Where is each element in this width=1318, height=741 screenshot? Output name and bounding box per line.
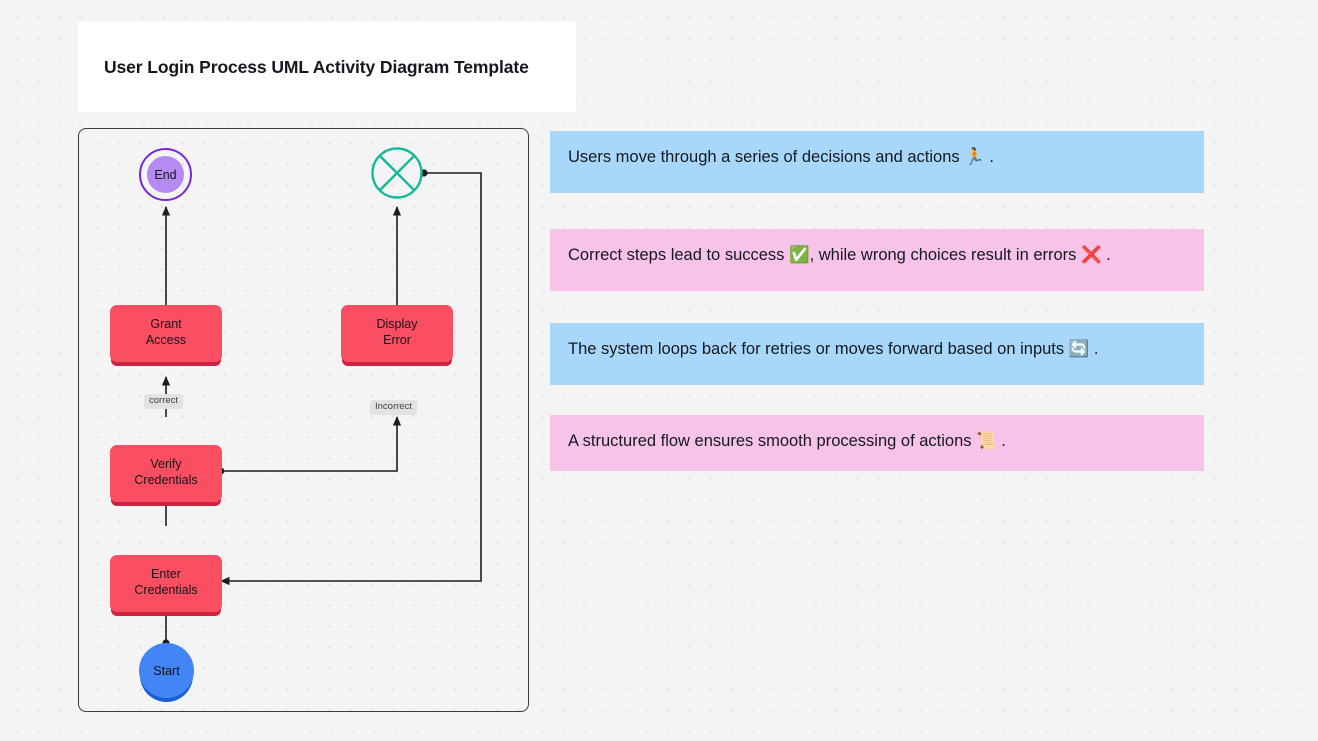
terminate-x-icon xyxy=(371,147,423,199)
node-start-label: Start xyxy=(153,663,180,678)
callout-2-text-end: . xyxy=(1101,246,1111,264)
node-label-line1: Display xyxy=(376,317,418,331)
node-grant-access[interactable]: Grant Access xyxy=(110,305,222,362)
connector-layer xyxy=(161,169,482,647)
node-grant-access-label: Grant Access xyxy=(146,316,186,348)
node-start[interactable]: Start xyxy=(139,643,194,698)
callout-3: The system loops back for retries or mov… xyxy=(550,323,1204,385)
callout-3-text-after: . xyxy=(1089,340,1099,358)
cross-mark-icon: ❌ xyxy=(1081,245,1102,264)
node-label-line2: Error xyxy=(383,333,411,347)
refresh-loop-icon: 🔄 xyxy=(1068,339,1090,358)
check-mark-icon: ✅ xyxy=(789,245,810,264)
node-label-line1: Verify xyxy=(150,457,182,471)
callout-1-text-after: . xyxy=(984,148,994,166)
callout-3-text-before: The system loops back for retries or mov… xyxy=(568,340,1069,358)
scroll-icon: 📜 xyxy=(976,431,997,450)
callout-2-text-before: Correct steps lead to success xyxy=(568,246,790,264)
node-verify-credentials-label: Verify Credentials xyxy=(134,456,197,488)
node-label-line1: Enter xyxy=(151,567,181,581)
callout-4: A structured flow ensures smooth process… xyxy=(550,415,1204,471)
callout-1: Users move through a series of decisions… xyxy=(550,131,1204,193)
node-label-line2: Credentials xyxy=(134,473,198,487)
node-label-line1: Grant xyxy=(150,317,182,331)
callout-1-text-before: Users move through a series of decisions… xyxy=(568,148,965,166)
node-display-error-label: Display Error xyxy=(377,316,418,348)
edge-label-correct: correct xyxy=(144,394,184,409)
node-enter-credentials[interactable]: Enter Credentials xyxy=(110,555,222,612)
callout-4-text-after: . xyxy=(996,432,1006,450)
node-end[interactable]: End xyxy=(139,148,192,201)
edge-label-incorrect: Incorrect xyxy=(370,400,417,415)
callout-4-text-before: A structured flow ensures smooth process… xyxy=(568,432,977,450)
node-exit-terminate[interactable] xyxy=(370,146,424,200)
node-enter-credentials-label: Enter Credentials xyxy=(134,566,197,598)
callout-2-text-after: , while wrong choices result in errors xyxy=(809,246,1081,264)
title-card: User Login Process UML Activity Diagram … xyxy=(78,22,576,112)
node-end-label: End xyxy=(147,156,184,193)
node-verify-credentials[interactable]: Verify Credentials xyxy=(110,445,222,502)
runner-icon: 🏃 xyxy=(964,147,985,166)
page-title: User Login Process UML Activity Diagram … xyxy=(104,56,529,77)
callout-2: Correct steps lead to success ✅, while w… xyxy=(550,229,1204,291)
node-label-line2: Credentials xyxy=(134,583,198,597)
node-display-error[interactable]: Display Error xyxy=(341,305,453,362)
node-label-line2: Access xyxy=(145,333,187,347)
diagram-canvas[interactable]: End Grant Access Display Error Verify Cr… xyxy=(78,128,529,712)
